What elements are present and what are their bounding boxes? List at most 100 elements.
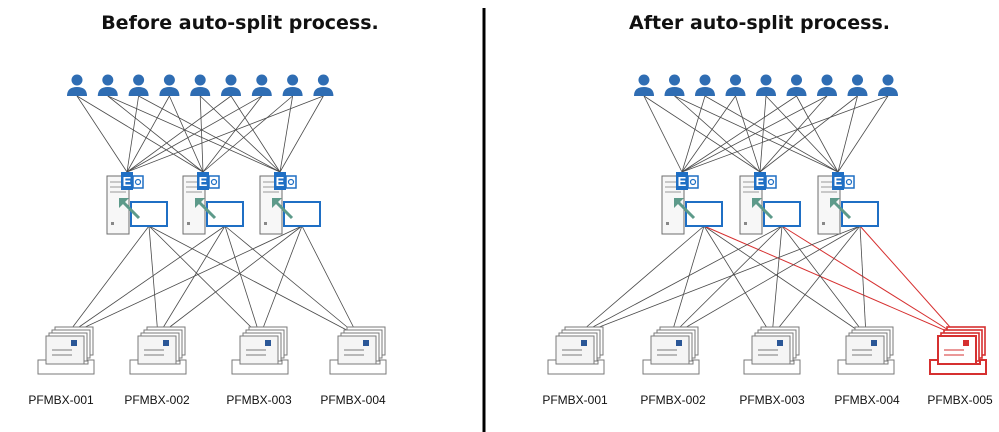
user-server-link	[837, 95, 858, 173]
before-mailbox-label-4: PFMBX-004	[320, 393, 386, 407]
user-icon	[817, 74, 837, 96]
after-mailbox-label-3: PFMBX-003	[739, 393, 805, 407]
user-server-link	[759, 95, 767, 173]
user-icon	[878, 74, 898, 96]
mailbox-database-icon	[642, 326, 700, 375]
after-mailbox-label-1: PFMBX-001	[542, 393, 608, 407]
user-icon	[664, 74, 685, 96]
user-icon	[725, 74, 746, 96]
svg-text:E: E	[756, 174, 765, 189]
user-server-link	[759, 95, 858, 173]
before-mailbox-label-1: PFMBX-001	[28, 393, 94, 407]
mailbox-database-icon	[743, 326, 801, 375]
server-mailbox-link	[157, 225, 226, 337]
mailbox-database-icon	[837, 326, 895, 375]
user-icon	[786, 74, 807, 96]
user-server-link	[107, 95, 204, 173]
svg-text:E: E	[834, 174, 843, 189]
before-panel-title: Before auto-split process.	[101, 12, 379, 34]
user-icon	[97, 74, 118, 96]
mailbox-database-icon	[129, 326, 187, 375]
server-mailbox-link	[859, 225, 867, 337]
exchange-server-icon: E	[259, 172, 321, 235]
user-icon	[190, 74, 211, 96]
svg-text:E: E	[678, 174, 687, 189]
user-icon	[282, 74, 303, 96]
after-panel-title: After auto-split process.	[629, 12, 890, 34]
user-server-link	[279, 95, 324, 173]
exchange-server-icon: E	[817, 172, 879, 235]
user-server-link	[681, 95, 706, 173]
svg-text:E: E	[199, 174, 208, 189]
new-mailbox-database-icon	[929, 326, 987, 375]
user-icon	[634, 74, 654, 96]
new-server-mailbox-link	[703, 225, 959, 337]
user-icon	[159, 74, 180, 96]
user-server-link	[643, 95, 761, 173]
user-icon	[67, 74, 87, 96]
user-server-link	[759, 95, 828, 173]
server-mailbox-link	[224, 225, 261, 337]
svg-text:E: E	[123, 174, 132, 189]
user-server-link	[681, 95, 889, 173]
exchange-server-icon: E	[182, 172, 244, 235]
exchange-server-icon: E	[106, 172, 168, 235]
user-server-link	[199, 95, 204, 173]
server-mailbox-link	[148, 225, 359, 337]
user-server-link	[230, 95, 281, 173]
server-mailbox-link	[670, 225, 705, 337]
svg-text:E: E	[276, 174, 285, 189]
user-server-link	[202, 95, 293, 173]
user-icon	[695, 74, 715, 96]
server-mailbox-link	[703, 225, 867, 337]
server-mailbox-link	[575, 225, 861, 337]
mailbox-database-icon	[547, 326, 605, 375]
user-server-link	[126, 95, 324, 173]
after-mailbox-label-2: PFMBX-002	[640, 393, 706, 407]
exchange-server-icon: E	[739, 172, 801, 235]
server-mailbox-link	[65, 225, 226, 337]
server-mailbox-link	[224, 225, 359, 337]
after-mailbox-label-4: PFMBX-004	[834, 393, 900, 407]
server-mailbox-link	[771, 225, 783, 337]
user-icon	[313, 74, 334, 96]
before-mailbox-label-2: PFMBX-002	[124, 393, 190, 407]
server-mailbox-link	[670, 225, 783, 337]
user-icon	[847, 74, 868, 96]
user-icon	[756, 74, 776, 96]
mailbox-database-icon	[37, 326, 95, 375]
server-mailbox-link	[575, 225, 783, 337]
connection-lines	[65, 95, 959, 337]
after-mailbox-label-5: PFMBX-005	[927, 393, 993, 407]
server-mailbox-link	[65, 225, 303, 337]
new-server-mailbox-link	[781, 225, 959, 337]
user-icon	[128, 74, 149, 96]
server-mailbox-link	[575, 225, 705, 337]
user-server-link	[76, 95, 128, 173]
server-mailbox-link	[148, 225, 261, 337]
server-mailbox-link	[301, 225, 359, 337]
user-server-link	[169, 95, 204, 173]
user-server-link	[202, 95, 263, 173]
user-server-link	[704, 95, 839, 173]
user-server-link	[681, 95, 797, 173]
mailbox-database-icon	[231, 326, 289, 375]
user-server-link	[126, 95, 232, 173]
user-server-link	[138, 95, 281, 173]
user-server-link	[837, 95, 889, 173]
user-server-link	[674, 95, 839, 173]
user-server-link	[126, 95, 139, 173]
user-icon	[221, 74, 241, 96]
new-server-mailbox-link	[859, 225, 959, 337]
server-mailbox-link	[781, 225, 867, 337]
server-mailbox-link	[703, 225, 773, 337]
user-server-link	[643, 95, 683, 173]
user-server-link	[674, 95, 761, 173]
server-mailbox-link	[148, 225, 159, 337]
server-mailbox-link	[65, 225, 150, 337]
user-server-link	[735, 95, 761, 173]
server-mailbox-link	[259, 225, 303, 337]
server-mailbox-link	[670, 225, 861, 337]
